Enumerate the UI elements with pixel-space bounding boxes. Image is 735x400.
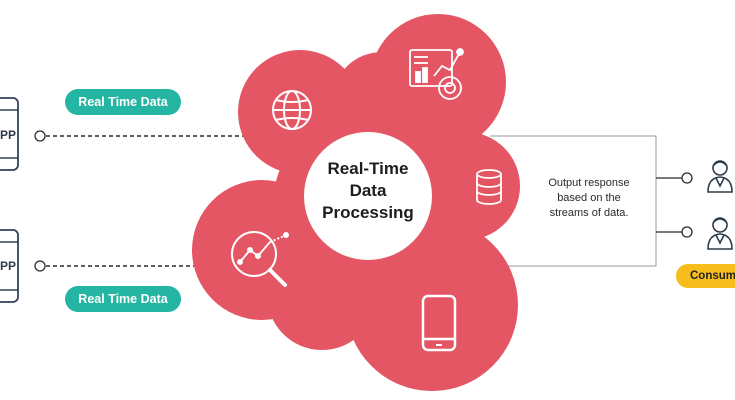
real-time-data-pill-bottom: Real Time Data bbox=[65, 286, 181, 312]
app-label-top: PP bbox=[0, 128, 17, 142]
consumer-node-top bbox=[681, 172, 693, 184]
output-line3: streams of data. bbox=[549, 207, 629, 219]
app-device-top bbox=[0, 97, 19, 171]
center-title: Real-Time Data Processing bbox=[305, 158, 431, 224]
database-icon bbox=[476, 169, 502, 205]
output-bracket bbox=[490, 135, 657, 267]
center-title-line3: Processing bbox=[322, 203, 414, 222]
output-description: Output response based on the streams of … bbox=[540, 176, 638, 221]
real-time-data-pill-top: Real Time Data bbox=[65, 89, 181, 115]
output-line2: based on the bbox=[557, 192, 621, 204]
user-icon bbox=[707, 217, 733, 250]
mobile-device-icon bbox=[421, 294, 457, 352]
globe-icon bbox=[272, 90, 312, 130]
search-chart-icon bbox=[231, 231, 289, 287]
app-label-bottom: PP bbox=[0, 259, 17, 273]
center-title-line1: Real-Time bbox=[327, 159, 409, 178]
connector-node-top bbox=[34, 130, 46, 142]
output-line1: Output response bbox=[548, 177, 630, 189]
user-icon bbox=[707, 160, 733, 193]
center-circle bbox=[304, 132, 432, 260]
consumer-badge: Consum bbox=[676, 264, 735, 288]
connector-node-bottom bbox=[34, 260, 46, 272]
center-title-line2: Data bbox=[349, 181, 387, 200]
connectors bbox=[46, 135, 683, 267]
analytics-dashboard-icon bbox=[409, 48, 464, 100]
consumer-node-bottom bbox=[681, 226, 693, 238]
app-device-bottom bbox=[0, 229, 19, 303]
